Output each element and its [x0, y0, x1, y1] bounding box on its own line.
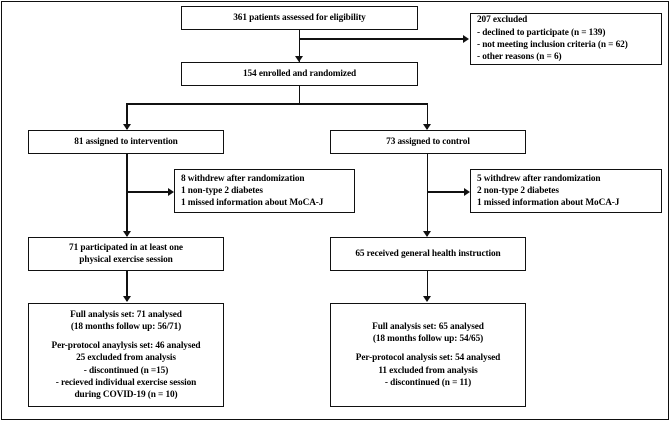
node-excluded: 207 excluded - declined to participate (… [470, 13, 662, 65]
node-assessed-for-eligibility: 361 patients assessed for eligibility [181, 6, 418, 30]
arrowhead-to-intervention-analysis [122, 296, 131, 302]
intervention-participated-line-2: physical exercise session [79, 255, 173, 265]
intervention-pp-analysis-line-4: - recieved individual exercise session [55, 377, 197, 388]
connector-control-to-withdrew [426, 191, 467, 193]
arrowhead-to-intervention [122, 124, 131, 130]
intervention-withdrew-line-3: 1 missed information about MoCA-J [181, 198, 324, 209]
control-full-analysis-line-1: Full analysis set: 65 analysed [372, 321, 484, 332]
arrowhead-to-control-analysis [423, 296, 432, 302]
arrowhead-to-control-received [423, 231, 432, 237]
node-control-withdrew: 5 withdrew after randomization 2 non-typ… [470, 169, 662, 213]
control-withdrew-line-1: 5 withdrew after randomization [477, 173, 601, 184]
intervention-pp-analysis-line-5: during COVID-19 (n = 10) [74, 390, 178, 401]
control-withdrew-line-3: 1 missed information about MoCA-J [477, 198, 620, 209]
intervention-full-analysis-line-2: (18 months follow up: 56/71) [70, 321, 182, 332]
connector-control-down [426, 154, 429, 236]
intervention-withdrew-line-1: 8 withdrew after randomization [181, 173, 305, 184]
connector-split-left [126, 103, 128, 129]
control-full-analysis-line-2: (18 months follow up: 54/65) [372, 334, 484, 345]
excluded-line-3: - not meeting inclusion criteria (n = 62… [477, 40, 628, 50]
excluded-line-4: - other reasons (n = 6) [477, 52, 562, 63]
intervention-assigned-line-1: 81 assigned to intervention [74, 136, 178, 147]
connector-intervention-to-analysis [126, 271, 128, 301]
intervention-pp-analysis-line-3: - discontinued (n =15) [83, 365, 169, 376]
node-control-analysis: Full analysis set: 65 analysed (18 month… [330, 303, 526, 407]
arrowhead-to-control [423, 124, 432, 130]
node-assigned-intervention: 81 assigned to intervention [28, 130, 224, 154]
node-intervention-withdrew: 8 withdrew after randomization 1 non-typ… [174, 169, 355, 213]
arrowhead-to-intervention-participated [122, 231, 131, 237]
enrolled-line-1: 154 enrolled and randomized [242, 68, 357, 79]
intervention-participated-line-1: 71 participated in at least one [69, 242, 183, 253]
arrowhead-to-excluded [463, 34, 469, 43]
control-pp-analysis-line-2: 11 excluded from analysis [378, 365, 478, 376]
connector-enrolled-down [298, 86, 301, 104]
connector-intervention-to-withdrew [126, 191, 170, 193]
assessed-line-1: 361 patients assessed for eligibility [233, 12, 366, 23]
connector-split-right [426, 103, 429, 129]
intervention-withdrew-line-2: 1 non-type 2 diabetes [181, 185, 263, 196]
connector-intervention-down [126, 154, 128, 236]
intervention-pp-analysis-line-1: Per-protocol anaylysis set: 46 analysed [51, 341, 201, 352]
excluded-line-2: - declined to participate (n = 139) [477, 27, 606, 38]
control-pp-analysis-line-3: - discontinued (n = 11) [384, 377, 472, 388]
connector-randomization-split [126, 103, 428, 105]
intervention-pp-analysis-line-2: 25 excluded from analysis [76, 353, 176, 364]
control-withdrew-line-2: 2 non-type 2 diabetes [477, 185, 559, 196]
connector-assessed-down [298, 30, 301, 62]
node-intervention-analysis: Full analysis set: 71 analysed (18 month… [28, 303, 224, 407]
arrowhead-to-control-withdrew [464, 187, 470, 196]
excluded-line-1: 207 excluded [477, 15, 528, 26]
node-control-received: 65 received general health instruction [330, 237, 526, 271]
arrowhead-to-enrolled [295, 56, 304, 62]
node-enrolled-randomized: 154 enrolled and randomized [181, 62, 418, 86]
control-pp-analysis-line-1: Per-protocol analysis set: 54 analysed [355, 353, 501, 364]
intervention-full-analysis-line-1: Full analysis set: 71 analysed [70, 309, 182, 320]
node-assigned-control: 73 assigned to control [330, 130, 526, 154]
node-intervention-participated: 71 participated in at least one physical… [28, 237, 224, 271]
connector-assessed-to-excluded [298, 38, 465, 40]
control-received-line-1: 65 received general health instruction [355, 248, 501, 259]
control-assigned-line-1: 73 assigned to control [386, 136, 470, 147]
connector-control-to-analysis [426, 271, 429, 301]
arrowhead-to-intervention-withdrew [168, 187, 174, 196]
